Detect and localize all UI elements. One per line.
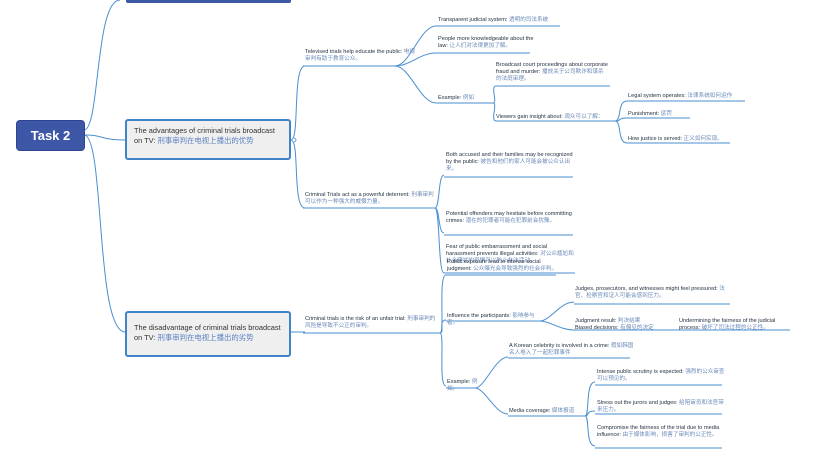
transparent-node[interactable]: Transparent judicial system: 透明的司法系统 [438,17,563,24]
broadcast-en: Broadcast court proceedings about corpor… [496,62,608,75]
justice-zh: 正义如何实现。 [683,136,723,142]
legal-en: Legal system operates: [628,93,686,99]
pressured-zh: 法官、检察官和证人可能会感到压力。 [575,286,725,299]
scrutiny-en: Intense public scrutiny is expected: [597,369,684,375]
exposure-en: Public exposure lead to intense social j… [447,259,541,272]
viewer-item-punishment[interactable]: Punishment: 惩罚 [628,111,698,118]
advantages-title-zh: 刑事审判在电视上播出的优势 [157,135,254,145]
transparent-zh: 透明的司法系统 [509,17,549,23]
viewers-zh: 观众可以了解： [564,114,604,120]
deterrent-en: Criminal Trials act as a powerful deterr… [305,192,410,198]
stress-en: Stress out the jurors and judges: [597,400,678,406]
media-item-stress[interactable]: Stress out the jurors and judges: 给陪审员和法… [597,400,725,414]
biased-en: Biased decisions: [575,324,619,331]
hesitate-zh: 潜在的犯罪者可能在犯罪前会犹豫。 [465,217,556,224]
top-node-partial[interactable] [126,0,291,3]
knowledgeable-en: People more knowledgeable about the law: [438,36,534,49]
biased-zh: 有偏见的决定 [620,324,654,331]
recognized-en: Both accused and their families may be r… [446,152,573,165]
broadcast-node[interactable]: Broadcast court proceedings about corpor… [496,62,608,83]
result-en: Judgment result: [575,318,617,324]
knowledgeable-zh: 让人们对法律更加了解。 [449,42,512,49]
risk-zh: 刑事审判的风险是导致不公正的审判。 [305,316,436,329]
influence-en: Influence the participants: [447,313,511,319]
undermining-node[interactable]: Undermining the fairness of the judicial… [679,318,794,332]
justice-en: How justice is served: [628,136,683,142]
media-item-compromise[interactable]: Compromise the fairness of the trial due… [597,425,725,439]
viewer-item-legal[interactable]: Legal system operates: 法律系统如何运作 [628,93,748,100]
influence-node[interactable]: Influence the participants: 影响参与者。 [447,313,542,327]
korean-en: A Korean celebrity is involved in a crim… [509,343,610,349]
korean-zh: 假如韩国名人卷入了一起犯罪事件 [509,343,634,356]
exposure-node[interactable]: Public exposure lead to intense social j… [447,259,559,273]
dis-example-zh: 例如。 [447,379,478,392]
recognized-zh: 被告和他们的家人可能会被公众认出来。 [446,158,571,172]
root-node[interactable]: Task 2 [17,121,84,150]
result-node[interactable]: Judgment result: 判决结果 Biased decisions: … [575,318,675,332]
pressured-node[interactable]: Judges, prosecutors, and witnesses might… [575,286,725,300]
fear-en: Fear of public embarrassment and social … [446,244,548,257]
fear-zh: 对公众尴尬和社会骚扰的恐惧可以防止非法活动。 [446,250,574,264]
compromise-en: Compromise the fairness of the trial due… [597,425,720,438]
advantages-title-en: The advantages of criminal trials broadc… [134,126,275,145]
punishment-en: Punishment: [628,111,660,117]
deterrent-node[interactable]: Criminal Trials act as a powerful deterr… [305,192,435,206]
hesitate-en: Potential offenders may hesitate before … [446,211,572,224]
deterrent-item-fear[interactable]: Fear of public embarrassment and social … [446,244,576,265]
exposure-zh: 公众曝光会导致强烈的社会评判。 [473,265,558,272]
adv-example-zh: 例如 [462,95,475,101]
result-zh: 判决结果 [617,318,641,324]
root-label: Task 2 [30,128,71,143]
media-zh: 媒体报道 [551,408,575,414]
dis-example-en: Example: [447,379,471,385]
disadvantage-node[interactable]: The disadvantage of criminal trials broa… [125,311,291,357]
pressured-en: Judges, prosecutors, and witnesses might… [575,286,718,292]
deterrent-zh: 刑事审判可以作为一种强大的威慑力量。 [305,192,434,205]
disadvantage-title-zh: 刑事审判在电视上播出的劣势 [157,332,254,342]
transparent-en: Transparent judicial system: [438,17,508,23]
adv-example-node[interactable]: Example: 例如 [438,95,493,102]
risk-en: Criminal trials is the risk of an unfair… [305,316,406,322]
media-en: Media coverage: [509,408,551,414]
influence-zh: 影响参与者。 [447,313,535,326]
undermining-en: Undermining the fairness of the judicial… [679,318,776,331]
dis-example-node[interactable]: Example: 例如。 [447,379,487,393]
deterrent-item-hesitate[interactable]: Potential offenders may hesitate before … [446,211,574,225]
advantages-node[interactable]: The advantages of criminal trials broadc… [125,119,291,160]
stress-zh: 给陪审员和法官带来压力。 [597,400,724,413]
disadvantage-title-en: The disadvantage of criminal trials broa… [134,323,281,342]
risk-node[interactable]: Criminal trials is the risk of an unfair… [305,316,440,330]
compromise-zh: 由于媒体影响，损害了审判的公正性。 [622,431,718,438]
educate-zh: 电视审判有助于教育公众。 [305,49,416,62]
viewer-item-justice[interactable]: How justice is served: 正义如何实现。 [628,136,738,143]
knowledgeable-node[interactable]: People more knowledgeable about the law:… [438,36,538,50]
educate-en: Televised trials help educate the public… [305,49,403,55]
legal-zh: 法律系统如何运作 [687,93,733,99]
scrutiny-zh: 强烈的公众审查可以预见的。 [597,369,725,382]
broadcast-zh: 播放关于公司欺诈和谋杀的法庭审理。 [496,68,604,82]
viewers-en: Viewers gain insight about: [496,114,563,120]
media-node[interactable]: Media coverage: 媒体报道 [509,408,589,415]
korean-node[interactable]: A Korean celebrity is involved in a crim… [509,343,634,357]
deterrent-item-recognized[interactable]: Both accused and their families may be r… [446,152,574,173]
media-item-scrutiny[interactable]: Intense public scrutiny is expected: 强烈的… [597,369,725,383]
adv-example-en: Example: [438,95,462,101]
educate-node[interactable]: Televised trials help educate the public… [305,49,417,63]
punishment-zh: 惩罚 [660,111,672,117]
viewers-node[interactable]: Viewers gain insight about: 观众可以了解： [496,114,616,121]
undermining-zh: 破坏了司法过程的公正性。 [701,324,769,331]
